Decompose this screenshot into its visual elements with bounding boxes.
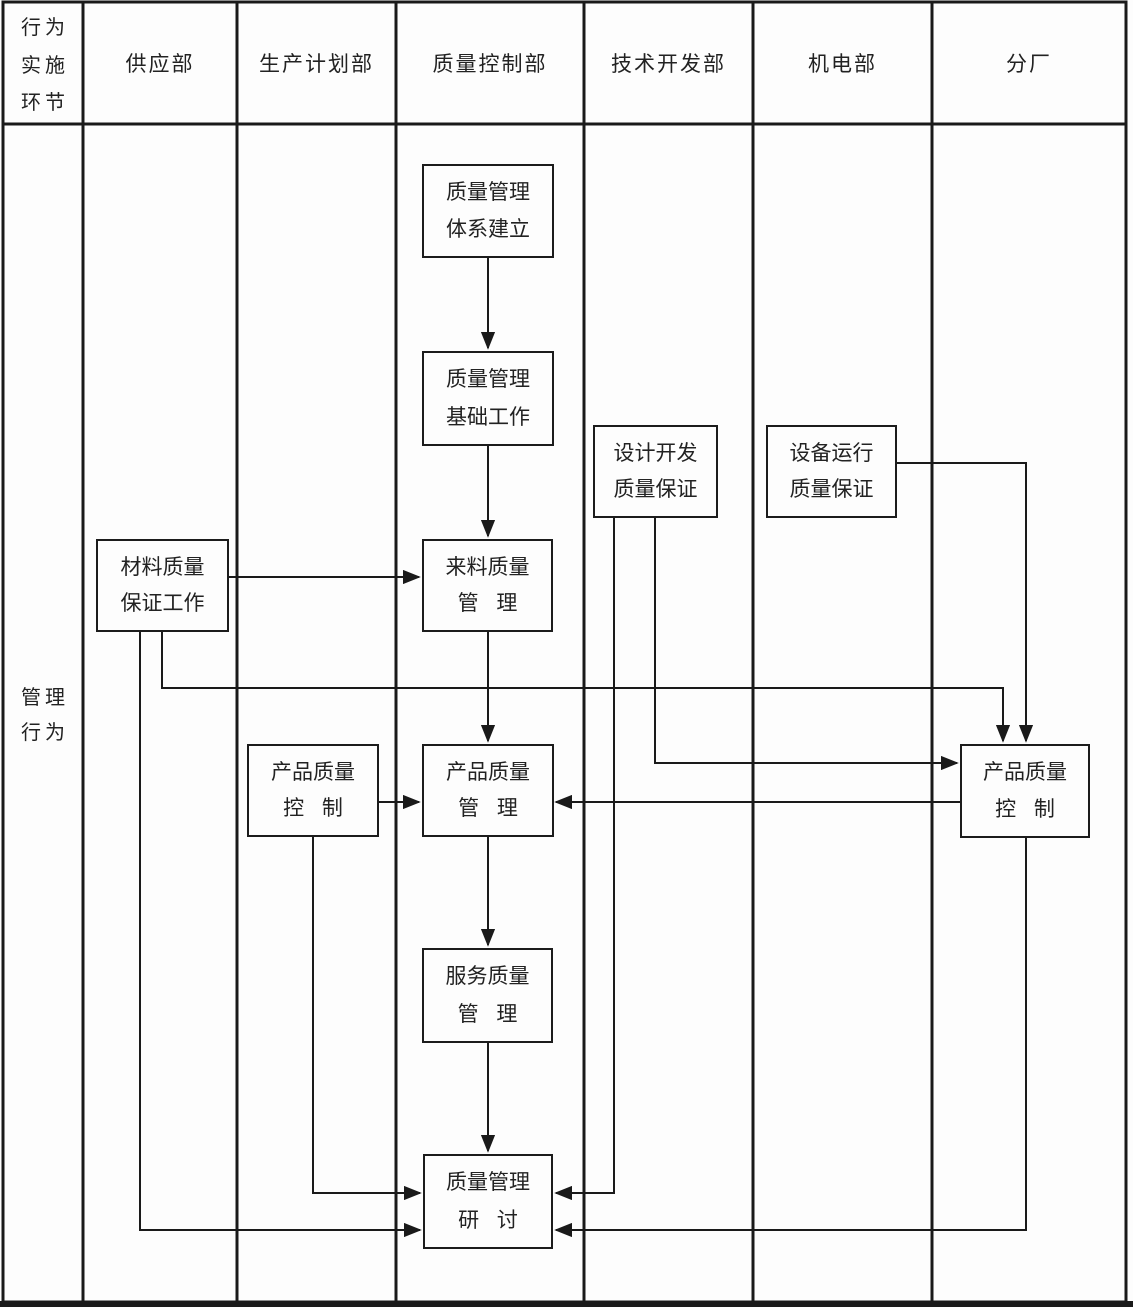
node-label: 质量保证 [613,477,698,502]
node-label: 质量管理 [446,180,530,204]
node-equipment-qa: 设备运行 质量保证 [766,425,897,518]
column-header-quality-control: 质量控制部 [432,52,548,76]
node-product-quality-control-pp: 产品质量 控制 [247,744,379,837]
node-label: 产品质量 [446,759,530,784]
node-label: 材料质量 [120,554,205,579]
node-label: 产品质量 [983,760,1067,784]
row-header-line: 实施 [21,52,69,77]
row-label-management-behavior: 管理 行为 [3,675,83,751]
node-label: 设计开发 [613,440,698,465]
node-label: 质量管理 [446,1170,530,1195]
node-label: 保证工作 [120,591,205,616]
node-qm-foundation: 质量管理 基础工作 [422,351,554,446]
node-label: 管理 [458,796,536,821]
node-label: 服务质量 [445,964,530,989]
arrow-branch-control-to-seminar [554,838,1027,1238]
row-label-line: 管理 [21,685,69,709]
node-design-dev-qa: 设计开发 质量保证 [593,425,718,518]
row-header-line: 行为 [21,14,69,39]
row-header-line: 环节 [21,90,69,115]
node-label: 研讨 [458,1207,536,1232]
node-material-qa: 材料质量 保证工作 [96,539,229,632]
node-label: 基础工作 [446,404,530,429]
arrow-material-to-seminar [139,632,422,1238]
column-header-branch-factory: 分厂 [1006,52,1052,76]
column-header-mech-electrical: 机电部 [808,52,877,76]
arrow-design-dev-to-seminar [554,518,615,1201]
arrow-design-dev-to-branch-control [654,518,959,771]
arrow-product-control-pp-to-seminar [312,837,422,1201]
node-product-quality-mgmt: 产品质量 管理 [422,744,554,837]
column-header-tech-development: 技术开发部 [611,52,726,76]
node-label: 产品质量 [271,759,355,784]
node-service-quality: 服务质量 管理 [422,948,553,1043]
node-label: 质量保证 [789,477,874,502]
column-header-supply: 供应部 [125,52,195,76]
node-label: 来料质量 [445,554,530,579]
column-header-production-planning: 生产计划部 [259,52,374,76]
node-label: 设备运行 [789,440,874,465]
node-label: 管理 [457,1001,536,1026]
node-qms-establish: 质量管理 体系建立 [422,164,554,258]
node-label: 质量管理 [446,367,530,392]
node-incoming-quality: 来料质量 管理 [422,539,553,632]
row-label-line: 行为 [21,720,69,744]
arrow-material-to-branch-control [161,632,1011,743]
node-label: 体系建立 [446,217,530,241]
node-label: 管理 [457,591,536,616]
arrow-equipment-to-branch-control [897,462,1034,743]
node-label: 控制 [283,796,361,821]
node-label: 控制 [995,797,1073,821]
node-qm-seminar: 质量管理 研讨 [423,1154,553,1249]
node-product-quality-control-branch: 产品质量 控制 [960,744,1090,838]
row-header-title: 行为 实施 环节 [3,2,83,124]
